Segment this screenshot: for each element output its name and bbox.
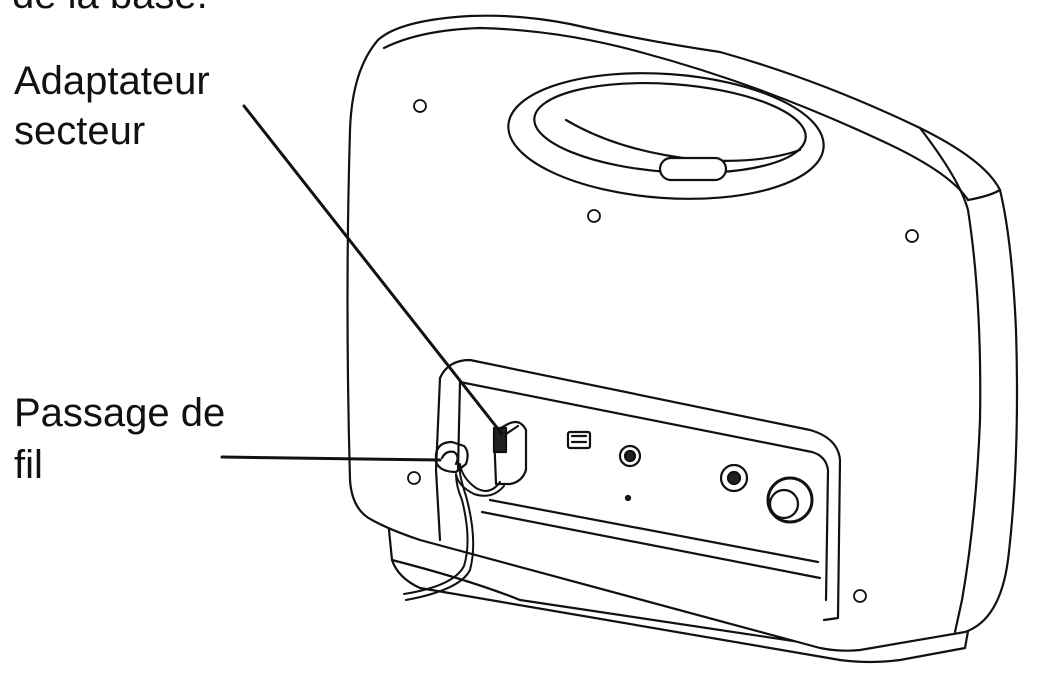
screws	[407, 99, 919, 603]
leader-lines	[220, 104, 504, 462]
caption-fragment: de la base.	[12, 0, 208, 18]
label-cable-line2: fil	[14, 443, 43, 487]
adapter-icon	[492, 420, 528, 486]
rear-panel	[434, 358, 842, 622]
label-adapter-line2: secteur	[14, 109, 146, 153]
cable-icon	[403, 463, 505, 601]
cable-clip	[434, 440, 469, 474]
leader-adapter	[242, 104, 504, 436]
label-adapter-line1: Adaptateur	[14, 59, 210, 103]
ports	[566, 430, 814, 524]
handle	[507, 72, 825, 200]
device-base	[386, 518, 972, 664]
device-body	[346, 14, 1019, 652]
label-cable-line1: Passage de	[14, 391, 226, 435]
leader-cable	[220, 455, 442, 462]
